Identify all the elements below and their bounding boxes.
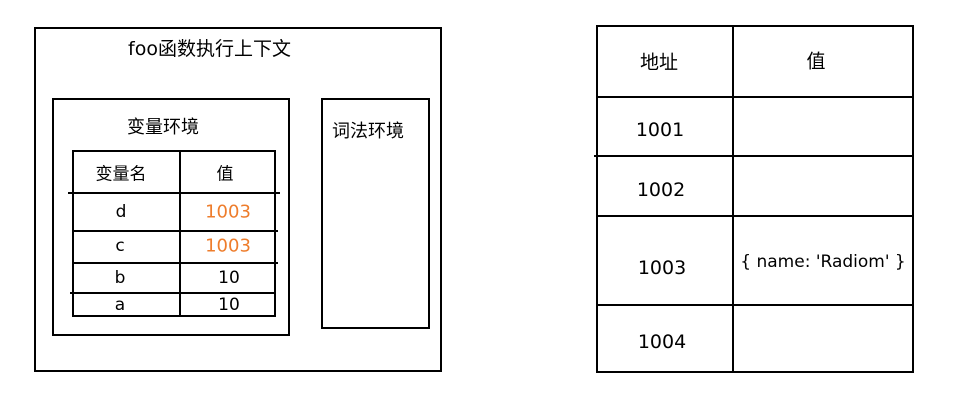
memory-address-cell: 1002 xyxy=(636,179,686,201)
variable-table-col-divider xyxy=(179,150,181,317)
variable-table-header-value: 值 xyxy=(216,164,234,185)
memory-table-col-divider xyxy=(732,25,734,373)
memory-address-cell: 1001 xyxy=(635,119,685,141)
variable-name-cell: d xyxy=(115,202,127,222)
variable-value-cell: 10 xyxy=(218,295,240,315)
variable-environment-box xyxy=(52,98,290,336)
memory-table-row-divider xyxy=(594,155,914,157)
lexical-environment-box xyxy=(321,98,430,329)
variable-table-row-divider xyxy=(74,230,278,232)
memory-value-cell: { name: 'Radiom' } xyxy=(740,252,906,272)
variable-table-row-divider xyxy=(68,192,280,194)
memory-table xyxy=(596,25,914,373)
variable-name-cell: b xyxy=(114,268,126,288)
memory-table-header-value: 值 xyxy=(806,50,826,73)
execution-context-title: foo函数执行上下文 xyxy=(128,38,291,60)
memory-table-row-divider xyxy=(596,215,914,217)
variable-table-row-divider xyxy=(74,262,278,264)
variable-environment-title: 变量环境 xyxy=(127,117,199,138)
variable-table-header-name: 变量名 xyxy=(95,164,147,185)
variable-table-row-divider xyxy=(70,292,276,294)
variable-value-cell-highlight: 1003 xyxy=(205,235,251,257)
variable-value-cell-highlight: 1003 xyxy=(205,201,251,223)
variable-value-cell: 10 xyxy=(218,268,240,288)
memory-table-header-address: 地址 xyxy=(639,51,679,74)
lexical-environment-title: 词法环境 xyxy=(332,121,404,142)
memory-address-cell: 1004 xyxy=(637,331,687,353)
memory-address-cell: 1003 xyxy=(637,257,687,279)
variable-table xyxy=(72,150,276,317)
variable-name-cell: a xyxy=(114,295,126,315)
memory-table-row-divider xyxy=(596,304,914,306)
variable-name-cell: c xyxy=(115,236,125,256)
memory-table-row-divider xyxy=(596,96,914,98)
